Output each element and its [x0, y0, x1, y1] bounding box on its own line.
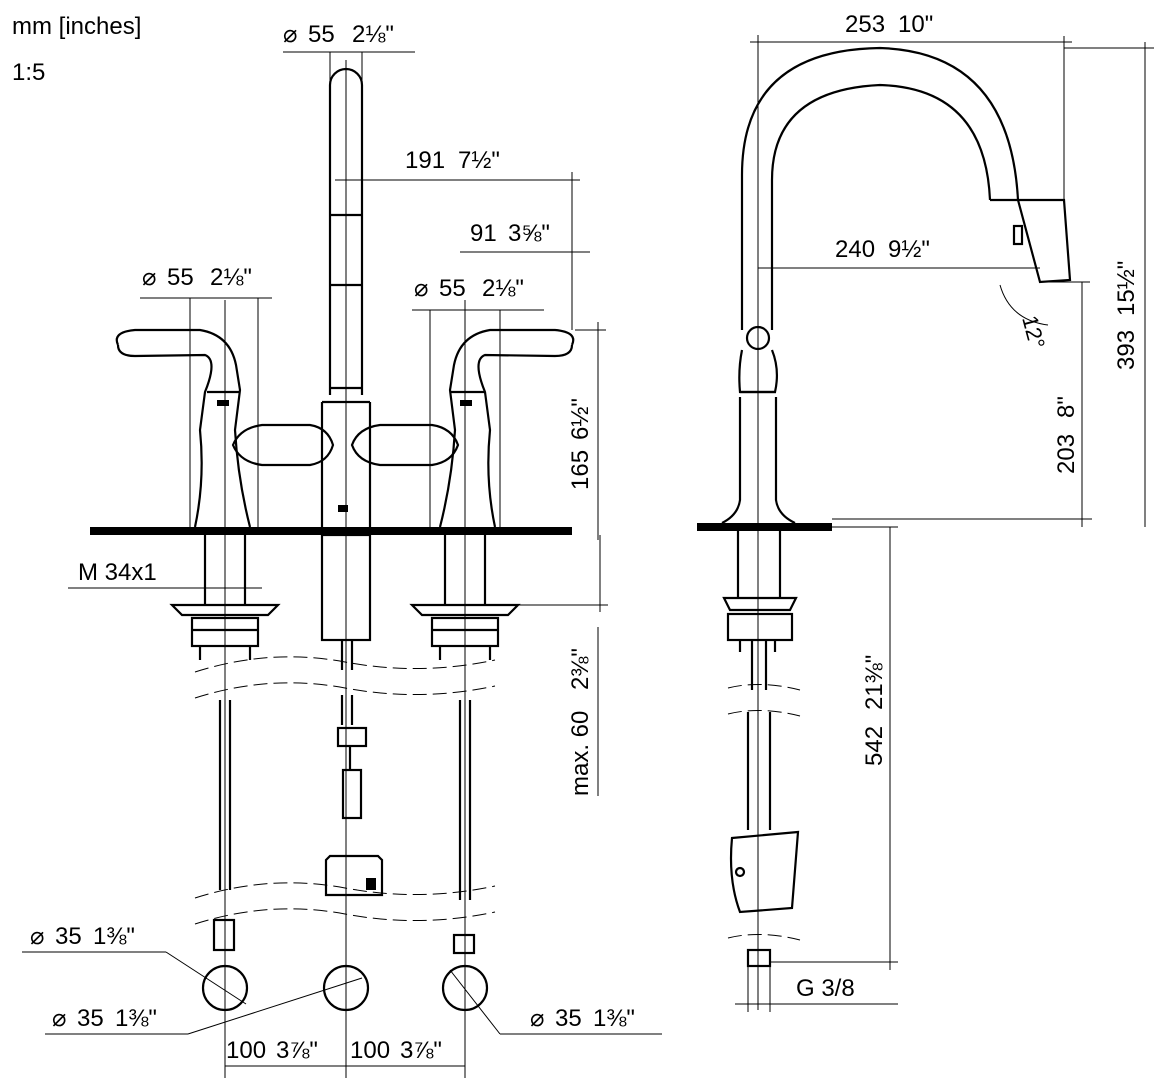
- deck-plate: [90, 527, 572, 535]
- dim-connection: G 3/8: [735, 966, 898, 1012]
- svg-text:8": 8": [1053, 396, 1080, 418]
- svg-text:2⅜": 2⅜": [567, 648, 594, 690]
- svg-text:240: 240: [835, 236, 875, 263]
- scale-label: 1:5: [12, 59, 45, 86]
- svg-text:3⅞": 3⅞": [276, 1037, 318, 1064]
- svg-text:21⅜": 21⅜": [861, 655, 888, 710]
- dim-hole-left: ⌀ 35 1⅜": [22, 923, 247, 1005]
- svg-text:1⅜": 1⅜": [115, 1005, 157, 1032]
- svg-text:35: 35: [55, 923, 82, 950]
- center-hose: [320, 533, 384, 897]
- dim-hole-center: ⌀ 35 1⅜": [45, 977, 363, 1035]
- side-deck-plate: [697, 523, 832, 531]
- dim-thread: M 34x1: [68, 559, 262, 589]
- svg-text:2⅛": 2⅛": [482, 275, 524, 302]
- hole-right: [441, 964, 489, 1012]
- svg-text:⌀: ⌀: [52, 1005, 66, 1032]
- side-view: 253 10" 240 9½" 12° 203 8" 393 15½": [697, 11, 1154, 1012]
- svg-text:55: 55: [439, 275, 466, 302]
- dim-spray-reach: 240 9½": [758, 236, 1040, 269]
- svg-text:⌀: ⌀: [142, 264, 156, 291]
- left-valve-body: [169, 535, 281, 952]
- svg-text:3⅝": 3⅝": [508, 220, 550, 247]
- side-break-3: [727, 933, 801, 941]
- side-break-1: [727, 683, 801, 691]
- svg-text:3⅞": 3⅞": [400, 1037, 442, 1064]
- svg-text:91: 91: [470, 220, 497, 247]
- dim-spout-diameter: ⌀ 55 2⅛": [283, 21, 415, 90]
- side-break-2: [727, 709, 801, 717]
- svg-text:⌀: ⌀: [530, 1005, 544, 1032]
- svg-text:9½": 9½": [888, 236, 930, 263]
- svg-text:55: 55: [167, 264, 194, 291]
- svg-text:165: 165: [567, 450, 594, 490]
- svg-text:2⅛": 2⅛": [210, 264, 252, 291]
- hole-center: [322, 964, 370, 1012]
- dim-spray-height: 203 8": [832, 282, 1092, 527]
- svg-text:55: 55: [308, 21, 335, 48]
- svg-text:100: 100: [350, 1037, 390, 1064]
- dim-spacing: 100 3⅞" 100 3⅞": [225, 1037, 465, 1067]
- svg-text:2⅛": 2⅛": [352, 21, 394, 48]
- dim-right-handle-diameter: ⌀ 55 2⅛": [412, 275, 544, 527]
- svg-text:35: 35: [77, 1005, 104, 1032]
- svg-text:253: 253: [845, 11, 885, 38]
- dim-left-handle-diameter: ⌀ 55 2⅛": [140, 264, 272, 527]
- svg-text:12°: 12°: [1017, 313, 1050, 352]
- svg-text:max. 60: max. 60: [567, 711, 594, 796]
- dim-hole-right: ⌀ 35 1⅜": [449, 969, 662, 1035]
- svg-text:G 3/8: G 3/8: [796, 975, 855, 1002]
- right-handle: [438, 328, 575, 528]
- dim-overall-height: 393 15½": [1064, 42, 1154, 527]
- dim-reach-191: 191 7½": [335, 147, 580, 330]
- svg-text:1⅜": 1⅜": [93, 923, 135, 950]
- svg-text:191: 191: [405, 147, 445, 174]
- svg-text:15½": 15½": [1113, 261, 1140, 316]
- svg-text:M 34x1: M 34x1: [78, 559, 157, 586]
- front-view: ⌀ 55 2⅛" ⌀ 55 2⅛" ⌀ 55 2⅛" 191 7½": [22, 21, 662, 1078]
- side-valve-body: [722, 531, 800, 968]
- svg-text:1⅜": 1⅜": [593, 1005, 635, 1032]
- svg-text:203: 203: [1053, 434, 1080, 474]
- svg-text:542: 542: [861, 726, 888, 766]
- dim-handle-height: 165 6½": [567, 322, 606, 540]
- dim-overall-reach: 253 10": [750, 11, 1072, 200]
- svg-text:393: 393: [1113, 330, 1140, 370]
- svg-text:⌀: ⌀: [414, 275, 428, 302]
- svg-text:7½": 7½": [458, 147, 500, 174]
- svg-text:100: 100: [226, 1037, 266, 1064]
- gooseneck-spout: [721, 46, 1072, 524]
- svg-text:35: 35: [555, 1005, 582, 1032]
- break-lines: [194, 656, 496, 925]
- svg-text:⌀: ⌀: [30, 923, 44, 950]
- dim-offset-91: 91 3⅝": [460, 220, 590, 253]
- units-label: mm [inches]: [12, 13, 141, 40]
- svg-text:6½": 6½": [567, 398, 594, 440]
- left-handle: [115, 328, 252, 528]
- hole-left: [201, 964, 249, 1012]
- dim-deck-thickness: max. 60 2⅜": [500, 535, 608, 796]
- dim-spray-angle: 12°: [999, 281, 1090, 352]
- svg-text:⌀: ⌀: [283, 21, 297, 48]
- bridge: [231, 423, 460, 467]
- dim-supply-length: 542 21⅜": [770, 526, 898, 970]
- svg-text:10": 10": [898, 11, 933, 38]
